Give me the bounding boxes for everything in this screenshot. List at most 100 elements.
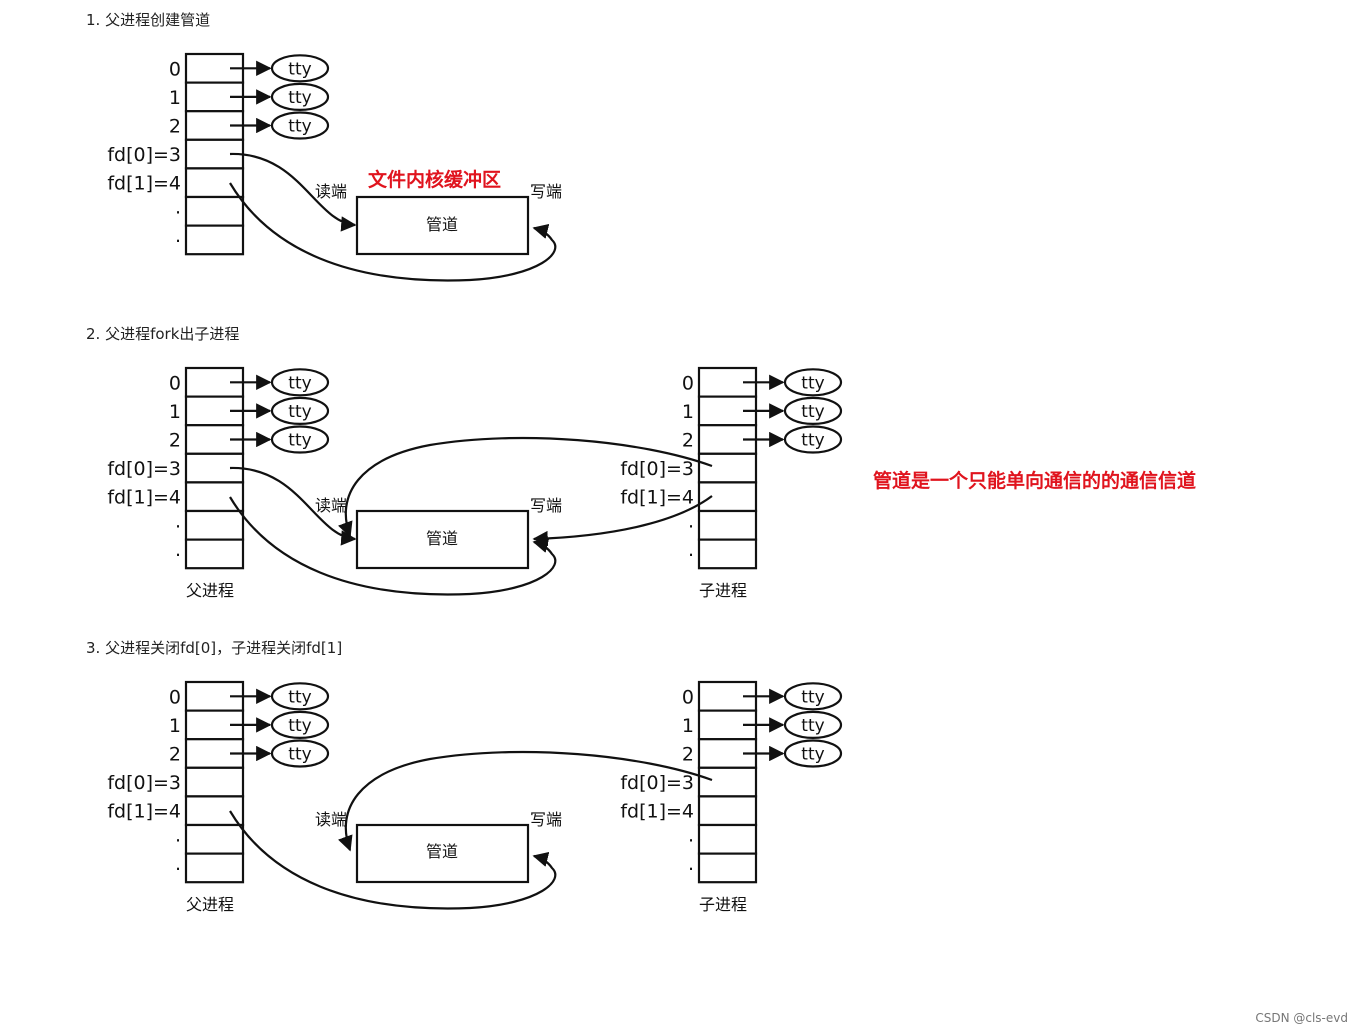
tty-label: tty xyxy=(801,402,824,422)
fd-cell xyxy=(184,509,245,541)
pipe-box xyxy=(355,509,530,570)
kernel-buffer-note: 文件内核缓冲区 xyxy=(368,168,501,191)
parent-write-arrow xyxy=(229,496,557,596)
fd-label: 1 xyxy=(169,715,181,737)
fd-cell xyxy=(697,481,758,513)
tty-label: tty xyxy=(801,745,824,765)
fd-cell xyxy=(184,538,245,570)
tty-label: tty xyxy=(801,716,824,736)
step-2-title: 2. 父进程fork出子进程 xyxy=(86,325,239,343)
fd-cell xyxy=(184,167,245,199)
tty-node xyxy=(270,82,330,112)
ellipsis-dot: . xyxy=(175,824,181,846)
fd-cell xyxy=(184,195,245,227)
fd-label: 1 xyxy=(169,87,181,109)
tty-label: tty xyxy=(801,431,824,451)
fd-label: fd[1]=4 xyxy=(620,801,694,823)
fd-label: 1 xyxy=(682,401,694,423)
read-end-arrow xyxy=(229,152,357,232)
write-end-label: 写端 xyxy=(530,496,562,515)
one-way-note: 管道是一个只能单向通信的的通信信道 xyxy=(873,469,1196,492)
child-write-arrow xyxy=(532,495,713,547)
child-process-label: 子进程 xyxy=(699,895,747,914)
write-end-arrow xyxy=(229,182,557,282)
tty-node xyxy=(783,739,843,768)
tty-label: tty xyxy=(288,431,311,451)
tty-label: tty xyxy=(288,88,311,108)
tty-label: tty xyxy=(801,687,824,707)
write-end-label: 写端 xyxy=(530,810,562,829)
fd-cell xyxy=(184,481,245,513)
tty-label: tty xyxy=(288,402,311,422)
fd-label: 2 xyxy=(169,116,181,138)
ellipsis-dot: . xyxy=(175,196,181,218)
fd-label: fd[0]=3 xyxy=(107,458,181,480)
fd-label: fd[0]=3 xyxy=(107,144,181,166)
fd-cell xyxy=(697,795,758,827)
pipe-label: 管道 xyxy=(426,529,458,548)
fd-label: 0 xyxy=(169,686,181,708)
fd-label: 0 xyxy=(169,372,181,394)
tty-node xyxy=(270,739,330,768)
fd-label: fd[0]=3 xyxy=(620,458,694,480)
pipe-label: 管道 xyxy=(426,842,458,861)
fd-cell xyxy=(697,509,758,541)
fd-label: 2 xyxy=(169,430,181,452)
tty-node xyxy=(270,368,330,397)
fd-cell xyxy=(697,852,758,884)
fd-label: fd[1]=4 xyxy=(107,801,181,823)
fd-cell xyxy=(697,366,758,398)
fd-label: 1 xyxy=(682,715,694,737)
tty-node xyxy=(270,710,330,740)
ellipsis-dot: . xyxy=(175,539,181,561)
tty-node xyxy=(783,425,843,454)
tty-node xyxy=(270,111,330,140)
ellipsis-dot: . xyxy=(175,510,181,532)
fd-cell xyxy=(184,823,245,855)
fd-label: fd[1]=4 xyxy=(620,487,694,509)
fd-cell xyxy=(184,852,245,884)
ellipsis-dot: . xyxy=(688,510,694,532)
tty-label: tty xyxy=(288,59,311,79)
tty-label: tty xyxy=(801,373,824,393)
fd-label: 1 xyxy=(169,401,181,423)
tty-label: tty xyxy=(288,687,311,707)
fd-cell xyxy=(697,766,758,798)
tty-label: tty xyxy=(288,117,311,137)
ellipsis-dot: . xyxy=(688,853,694,875)
fd-label: 0 xyxy=(682,686,694,708)
watermark: CSDN @cls-evd xyxy=(1255,1011,1348,1025)
fd-cell xyxy=(697,538,758,570)
child-process-label: 子进程 xyxy=(699,581,747,600)
step-3-title: 3. 父进程关闭fd[0]，子进程关闭fd[1] xyxy=(86,639,342,657)
fd-label: 2 xyxy=(682,430,694,452)
ellipsis-dot: . xyxy=(175,853,181,875)
tty-node xyxy=(783,396,843,425)
pipe-box xyxy=(355,195,530,256)
parent-process-label: 父进程 xyxy=(186,581,234,600)
tty-node xyxy=(270,682,330,711)
tty-node xyxy=(270,54,330,83)
tty-node xyxy=(783,368,843,397)
pipe-label: 管道 xyxy=(426,215,458,234)
step-1-title: 1. 父进程创建管道 xyxy=(86,11,210,29)
pipe-box xyxy=(355,823,530,884)
fd-cell xyxy=(697,452,758,484)
tty-node xyxy=(783,682,843,711)
parent-write-arrow xyxy=(229,810,557,910)
child-read-arrow xyxy=(338,750,713,852)
fd-cell xyxy=(697,823,758,855)
read-end-label: 读端 xyxy=(315,496,347,515)
write-end-label: 写端 xyxy=(530,182,562,201)
parent-process-label: 父进程 xyxy=(186,895,234,914)
fd-label: 2 xyxy=(682,744,694,766)
fd-cell xyxy=(184,795,245,827)
fd-label: fd[0]=3 xyxy=(620,772,694,794)
